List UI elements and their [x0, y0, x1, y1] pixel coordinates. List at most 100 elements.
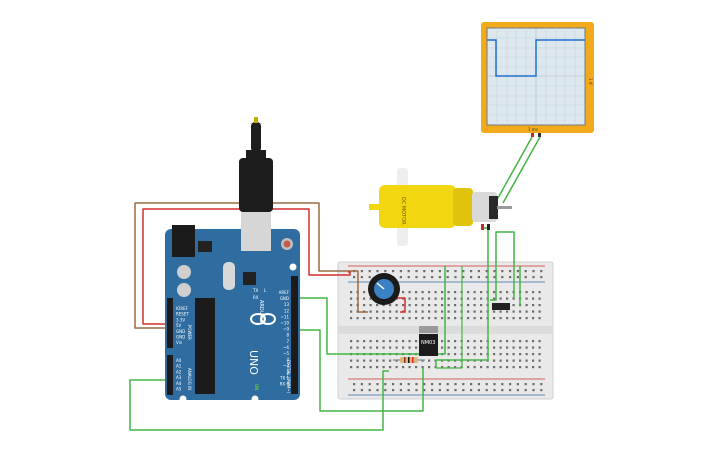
- rail-hole[interactable]: [532, 276, 535, 279]
- rail-hole[interactable]: [501, 270, 504, 273]
- breadboard-hole[interactable]: [441, 291, 444, 294]
- resistor[interactable]: [393, 357, 425, 363]
- breadboard-hole[interactable]: [408, 366, 411, 369]
- breadboard-hole[interactable]: [369, 317, 372, 320]
- rail-hole[interactable]: [353, 276, 356, 279]
- rail-hole[interactable]: [462, 276, 465, 279]
- breadboard-hole[interactable]: [512, 297, 515, 300]
- breadboard-hole[interactable]: [395, 310, 398, 313]
- breadboard-hole[interactable]: [415, 304, 418, 307]
- breadboard-hole[interactable]: [538, 310, 541, 313]
- rail-hole[interactable]: [392, 383, 395, 386]
- rail-hole[interactable]: [446, 276, 449, 279]
- wires[interactable]: [129, 136, 541, 431]
- breadboard-hole[interactable]: [376, 359, 379, 362]
- rail-hole[interactable]: [431, 389, 434, 392]
- rail-hole[interactable]: [509, 270, 512, 273]
- rail-hole[interactable]: [485, 276, 488, 279]
- breadboard-hole[interactable]: [447, 310, 450, 313]
- rail-hole[interactable]: [415, 270, 418, 273]
- breadboard-hole[interactable]: [454, 310, 457, 313]
- rail-hole[interactable]: [477, 383, 480, 386]
- breadboard-hole[interactable]: [376, 310, 379, 313]
- rail-hole[interactable]: [532, 270, 535, 273]
- breadboard-hole[interactable]: [467, 291, 470, 294]
- rail-hole[interactable]: [423, 276, 426, 279]
- rail-hole[interactable]: [384, 383, 387, 386]
- breadboard-hole[interactable]: [376, 366, 379, 369]
- breadboard-hole[interactable]: [415, 291, 418, 294]
- breadboard-hole[interactable]: [389, 310, 392, 313]
- breadboard-hole[interactable]: [369, 359, 372, 362]
- breadboard-hole[interactable]: [493, 297, 496, 300]
- breadboard-hole[interactable]: [532, 353, 535, 356]
- breadboard-hole[interactable]: [428, 297, 431, 300]
- breadboard-hole[interactable]: [350, 340, 353, 343]
- breadboard-hole[interactable]: [454, 366, 457, 369]
- rail-hole[interactable]: [415, 276, 418, 279]
- rail-hole[interactable]: [392, 389, 395, 392]
- breadboard-hole[interactable]: [363, 317, 366, 320]
- breadboard-hole[interactable]: [480, 366, 483, 369]
- breadboard-hole[interactable]: [454, 297, 457, 300]
- rail-hole[interactable]: [477, 276, 480, 279]
- rail-hole[interactable]: [454, 270, 457, 273]
- rail-hole[interactable]: [407, 270, 410, 273]
- breadboard-hole[interactable]: [473, 297, 476, 300]
- breadboard-hole[interactable]: [350, 291, 353, 294]
- breadboard-hole[interactable]: [493, 353, 496, 356]
- breadboard-hole[interactable]: [408, 291, 411, 294]
- breadboard-hole[interactable]: [467, 353, 470, 356]
- rail-hole[interactable]: [477, 389, 480, 392]
- rail-hole[interactable]: [360, 389, 363, 392]
- breadboard-hole[interactable]: [428, 317, 431, 320]
- breadboard-hole[interactable]: [356, 340, 359, 343]
- breadboard-hole[interactable]: [402, 291, 405, 294]
- breadboard-hole[interactable]: [382, 317, 385, 320]
- breadboard-hole[interactable]: [499, 317, 502, 320]
- breadboard-hole[interactable]: [356, 317, 359, 320]
- breadboard-hole[interactable]: [538, 366, 541, 369]
- breadboard-hole[interactable]: [454, 304, 457, 307]
- breadboard-hole[interactable]: [525, 304, 528, 307]
- breadboard-hole[interactable]: [519, 353, 522, 356]
- breadboard-hole[interactable]: [506, 359, 509, 362]
- breadboard-hole[interactable]: [434, 297, 437, 300]
- rail-hole[interactable]: [493, 383, 496, 386]
- breadboard-hole[interactable]: [519, 340, 522, 343]
- breadboard-hole[interactable]: [350, 359, 353, 362]
- breadboard-hole[interactable]: [506, 291, 509, 294]
- breadboard-hole[interactable]: [369, 366, 372, 369]
- breadboard-hole[interactable]: [376, 304, 379, 307]
- breadboard-hole[interactable]: [363, 297, 366, 300]
- breadboard-hole[interactable]: [389, 366, 392, 369]
- breadboard-hole[interactable]: [512, 346, 515, 349]
- rail-hole[interactable]: [431, 270, 434, 273]
- breadboard-hole[interactable]: [441, 297, 444, 300]
- rail-hole[interactable]: [532, 383, 535, 386]
- rail-hole[interactable]: [407, 383, 410, 386]
- rail-hole[interactable]: [407, 389, 410, 392]
- breadboard-hole[interactable]: [499, 353, 502, 356]
- breadboard-hole[interactable]: [538, 304, 541, 307]
- rail-hole[interactable]: [446, 270, 449, 273]
- breadboard-hole[interactable]: [382, 346, 385, 349]
- breadboard-hole[interactable]: [538, 291, 541, 294]
- breadboard-hole[interactable]: [389, 304, 392, 307]
- breadboard-hole[interactable]: [415, 366, 418, 369]
- breadboard-hole[interactable]: [467, 304, 470, 307]
- breadboard-hole[interactable]: [389, 346, 392, 349]
- breadboard-hole[interactable]: [454, 346, 457, 349]
- breadboard-hole[interactable]: [519, 346, 522, 349]
- rail-hole[interactable]: [446, 389, 449, 392]
- breadboard-hole[interactable]: [402, 366, 405, 369]
- rail-hole[interactable]: [477, 270, 480, 273]
- wire-green-scope-a[interactable]: [497, 136, 533, 199]
- breadboard-hole[interactable]: [408, 317, 411, 320]
- rail-hole[interactable]: [516, 389, 519, 392]
- breadboard-hole[interactable]: [473, 291, 476, 294]
- breadboard-hole[interactable]: [434, 317, 437, 320]
- breadboard-hole[interactable]: [493, 366, 496, 369]
- breadboard-hole[interactable]: [493, 317, 496, 320]
- breadboard-hole[interactable]: [376, 346, 379, 349]
